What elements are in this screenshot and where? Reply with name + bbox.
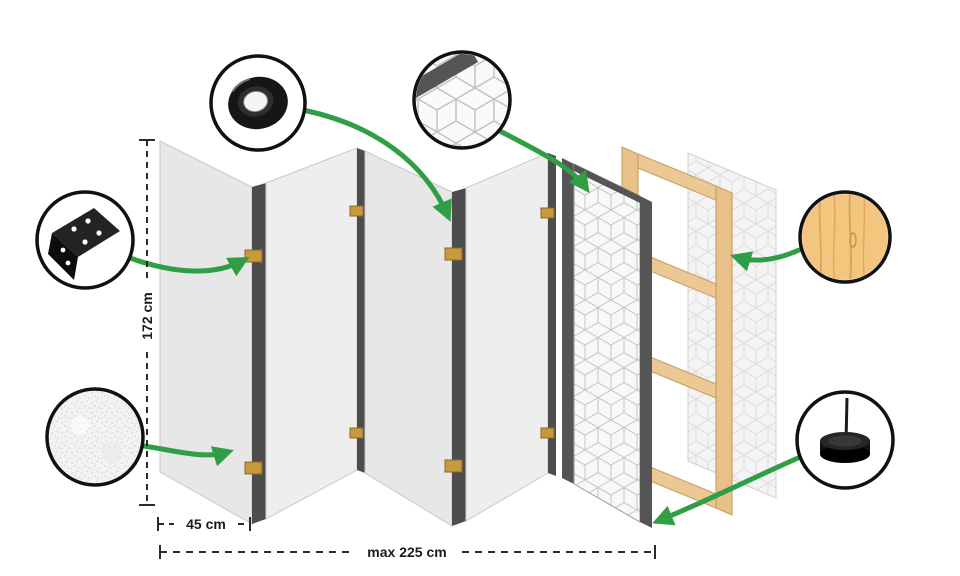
panel-fold-edge-4 bbox=[548, 153, 556, 476]
panel-1 bbox=[159, 140, 253, 525]
folding-screen bbox=[159, 140, 556, 527]
arrow-wood bbox=[729, 247, 802, 272]
decor-panel-edge-top bbox=[574, 164, 640, 203]
hinge-fold3-bottom bbox=[444, 459, 463, 473]
fabric-texture-icon bbox=[49, 391, 141, 483]
arrow-tape bbox=[300, 107, 452, 222]
callout-pattern bbox=[412, 50, 512, 150]
decor-panel-edge-right bbox=[640, 196, 652, 528]
arrow-hinge bbox=[127, 255, 250, 277]
arrow-fabric bbox=[141, 443, 235, 467]
pattern-texture-icon bbox=[416, 54, 508, 146]
height-dim-label: 172 cm bbox=[139, 292, 155, 339]
hinges bbox=[244, 205, 555, 475]
panel-fold-edge-2 bbox=[357, 148, 365, 473]
arrow-pattern bbox=[495, 127, 590, 194]
hinge-fold1-top bbox=[244, 249, 263, 263]
panel-2 bbox=[265, 147, 358, 520]
hinge-fold2-top bbox=[349, 205, 364, 217]
decor-panel bbox=[562, 158, 652, 528]
hinge-fold4-top bbox=[540, 207, 555, 219]
callout-tape bbox=[209, 54, 307, 152]
callout-fabric bbox=[45, 387, 145, 487]
panel-fold-edge-1 bbox=[252, 183, 266, 524]
callout-wood bbox=[798, 190, 892, 284]
frame-rail-right bbox=[715, 185, 733, 516]
panel-4 bbox=[465, 152, 549, 522]
arrow-foot bbox=[652, 455, 801, 526]
hinge-fold2-bottom bbox=[349, 427, 364, 439]
panel-3 bbox=[364, 150, 453, 527]
decor-panel-edge-left bbox=[562, 158, 574, 484]
foot-icon bbox=[820, 397, 870, 463]
hinge-fold4-bottom bbox=[540, 427, 555, 439]
hinge-icon bbox=[48, 208, 120, 280]
panel-fold-edge-3 bbox=[452, 188, 466, 526]
tape-roll-icon bbox=[228, 76, 288, 130]
hinge-fold1-bottom bbox=[244, 461, 263, 475]
dimensions: 172 cm 45 cm max 225 cm bbox=[139, 139, 656, 560]
panel-width-label: 45 cm bbox=[186, 516, 226, 532]
total-width-label: max 225 cm bbox=[367, 544, 446, 560]
callout-arrows bbox=[127, 107, 802, 526]
hinge-fold3-top bbox=[444, 247, 463, 261]
decor-panel-face bbox=[573, 163, 641, 523]
callout-foot bbox=[795, 390, 895, 490]
callout-hinge bbox=[35, 190, 135, 290]
